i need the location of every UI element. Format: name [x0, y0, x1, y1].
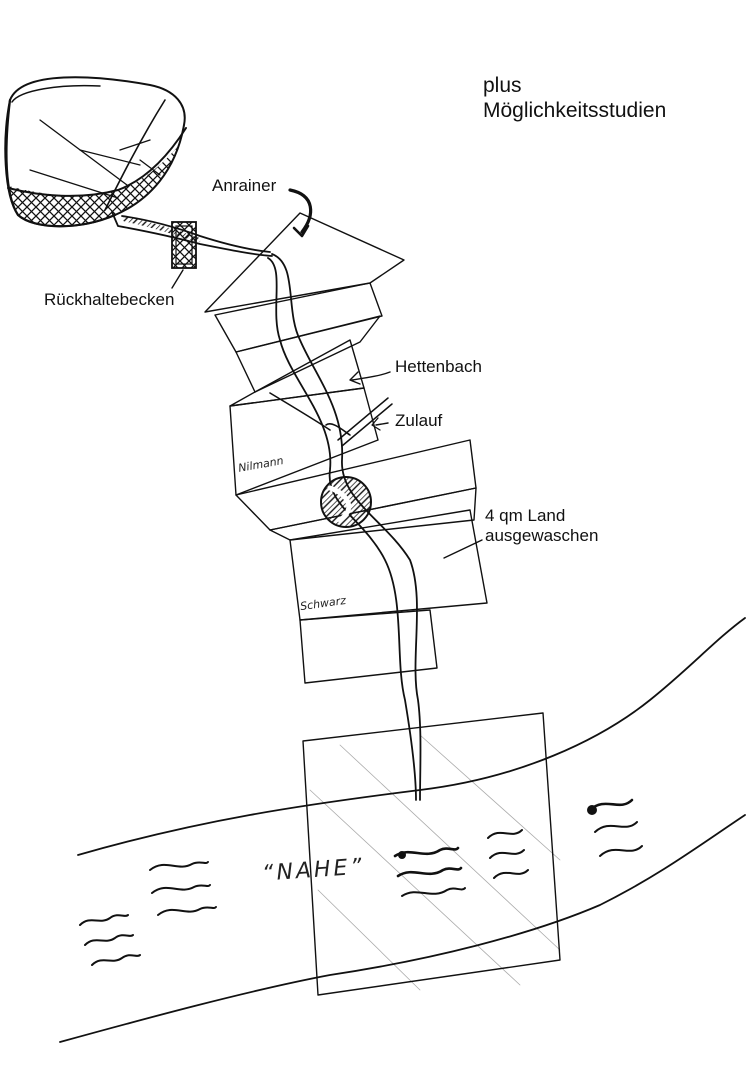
retention-basin [171, 221, 197, 269]
label-rueckhaltebecken: Rückhaltebecken [44, 290, 175, 309]
heading: plus Möglichkeitsstudien [483, 74, 666, 124]
label-land-line-1: 4 qm Land [485, 506, 566, 525]
heading-line-1: plus [483, 74, 522, 97]
label-zulauf: Zulauf [395, 411, 443, 430]
label-anrainer: Anrainer [212, 176, 277, 195]
label-hettenbach: Hettenbach [395, 357, 482, 376]
label-land: 4 qm Land ausgewaschen [485, 506, 598, 547]
parcels [204, 212, 561, 996]
river-waves [79, 798, 643, 966]
river-nahe [59, 617, 746, 1043]
heading-line-2: Möglichkeitsstudien [483, 98, 667, 122]
label-land-line-2: ausgewaschen [485, 526, 599, 546]
